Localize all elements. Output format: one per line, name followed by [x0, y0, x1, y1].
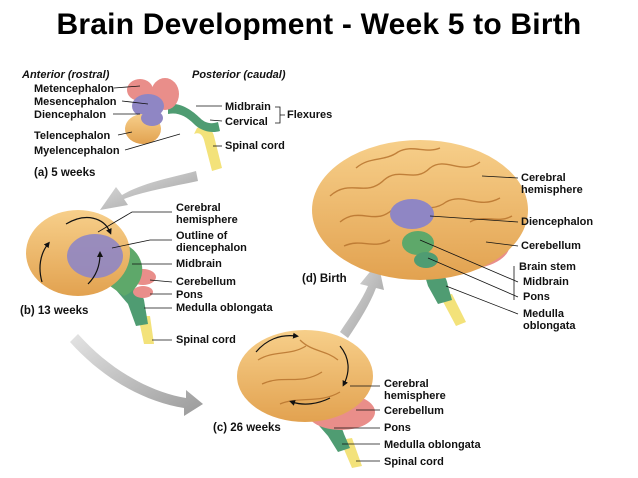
telencephalon-label: Telencephalon — [34, 130, 111, 142]
mesencephalon-label: Mesencephalon — [34, 96, 117, 108]
panel-b-leader-lines — [97, 211, 173, 341]
myelencephalon-label: Myelencephalon — [34, 145, 120, 157]
cerebellum-label-c: Cerebellum — [384, 405, 444, 417]
spinal-cord-label-b: Spinal cord — [176, 334, 236, 346]
panel-d-leader-lines — [419, 175, 519, 315]
medulla-oblongata-label-d-line1: Medulla — [523, 308, 564, 320]
page-title: Brain Development - Week 5 to Birth — [56, 8, 582, 41]
brain-13-weeks — [26, 210, 156, 344]
cerebral-hemisphere-label-c-line2: hemisphere — [384, 390, 446, 402]
spinal-cord-label-c: Spinal cord — [384, 456, 444, 468]
cerebral-hemisphere-label-c-line1: Cerebral — [384, 378, 429, 390]
midbrain-flexure-label: Midbrain — [225, 101, 271, 113]
pons-label-c: Pons — [384, 422, 411, 434]
medulla-oblongata-label-d-line2: oblongata — [523, 320, 576, 332]
stage-birth: (d) Birth — [302, 273, 347, 285]
arrow-a-to-b — [100, 171, 198, 210]
panel-a-leader-lines — [113, 85, 285, 151]
anterior-label: Anterior (rostral) — [22, 69, 110, 81]
medulla-oblongata-label-c: Medulla oblongata — [384, 439, 481, 451]
stage-13-weeks: (b) 13 weeks — [20, 305, 89, 317]
cerebral-hemisphere-label-d-line2: hemisphere — [521, 184, 583, 196]
diencephalon-label: Diencephalon — [34, 109, 107, 121]
cerebellum-label-d: Cerebellum — [521, 240, 581, 252]
cervical-flexure-label: Cervical — [225, 116, 268, 128]
posterior-label: Posterior (caudal) — [192, 69, 286, 81]
midbrain-label-d: Midbrain — [523, 276, 569, 288]
cerebral-hemisphere-label-d-line1: Cerebral — [521, 172, 566, 184]
outline-diencephalon-label-line1: Outline of — [176, 230, 228, 242]
cerebral-hemisphere-label-b-line1: Cerebral — [176, 202, 221, 214]
spinal-cord-label-a: Spinal cord — [225, 140, 285, 152]
midbrain-label-b: Midbrain — [176, 258, 222, 270]
brain-at-birth — [312, 140, 528, 326]
arrow-b-to-c — [70, 334, 203, 416]
stage-5-weeks: (a) 5 weeks — [34, 167, 96, 179]
panel-c-leader-lines — [334, 385, 380, 462]
brain-stem-label-d: Brain stem — [519, 261, 576, 273]
cerebellum-label-b: Cerebellum — [176, 276, 236, 288]
cerebral-hemisphere-label-b-line2: hemisphere — [176, 214, 238, 226]
stage-26-weeks: (c) 26 weeks — [213, 422, 281, 434]
brain-5-weeks — [125, 78, 222, 171]
outline-diencephalon-label-line2: diencephalon — [176, 242, 247, 254]
brain-26-weeks — [237, 330, 375, 468]
arrow-c-to-d — [340, 262, 384, 338]
metencephalon-label: Metencephalon — [34, 83, 115, 95]
flexures-label: Flexures — [287, 109, 333, 121]
pons-label-d: Pons — [523, 291, 550, 303]
pons-label-b: Pons — [176, 289, 203, 301]
diencephalon-label-d: Diencephalon — [521, 216, 594, 228]
medulla-oblongata-label-b: Medulla oblongata — [176, 302, 273, 314]
